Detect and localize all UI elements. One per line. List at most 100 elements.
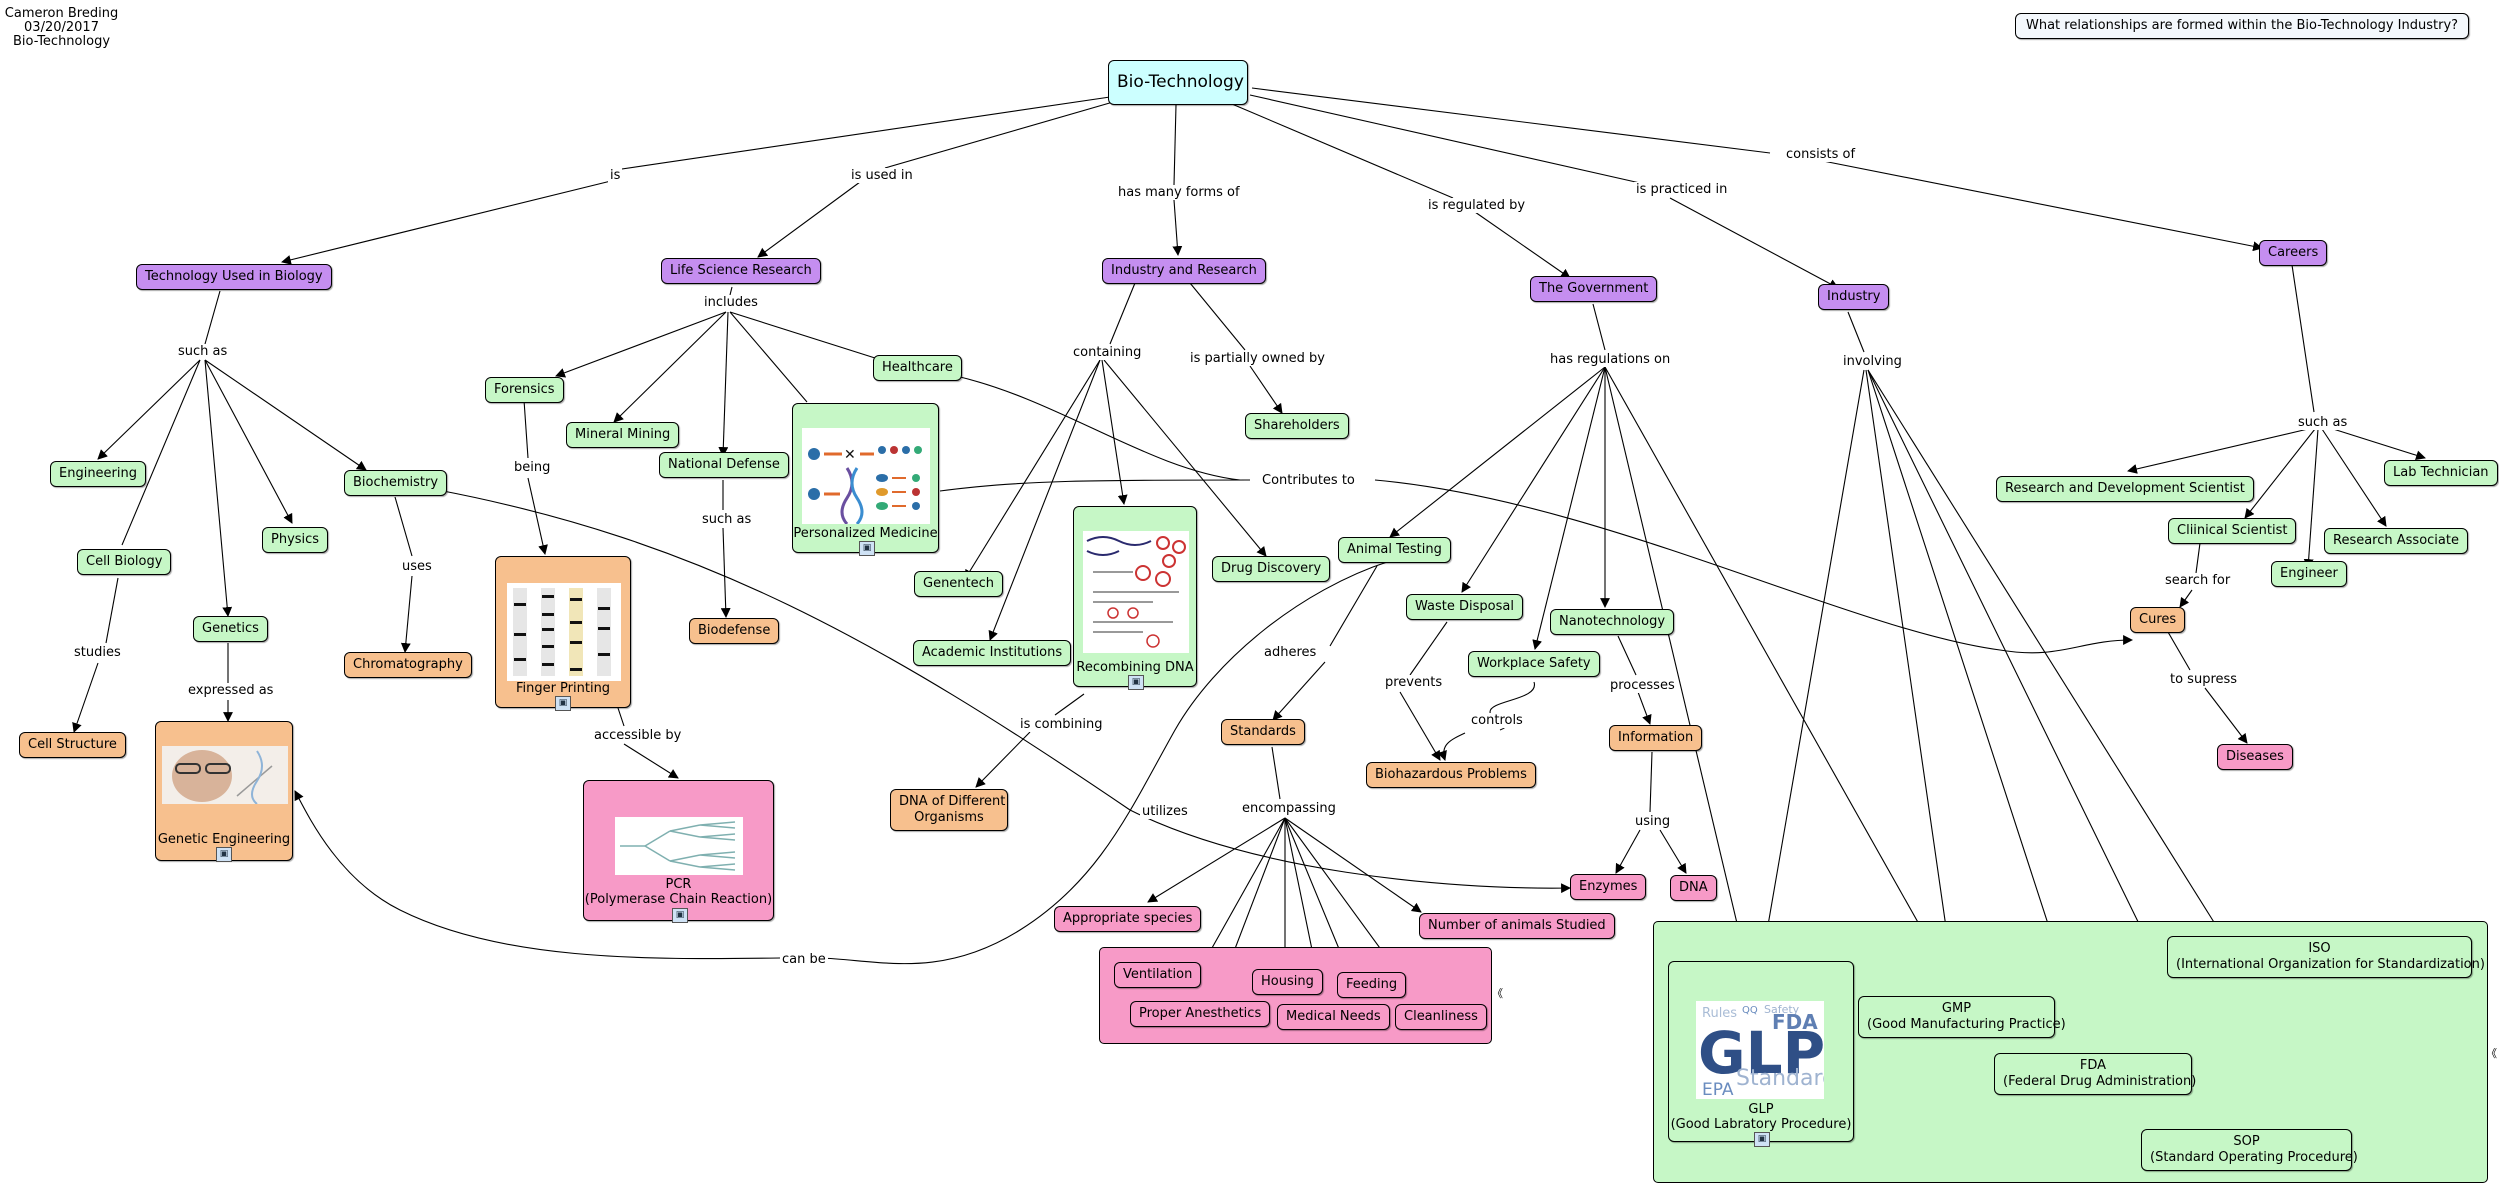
node-personalized-medicine[interactable]: ✕ Personalized Medicine ▣ (792, 403, 939, 556)
node-technology-used-in-biology[interactable]: Technology Used in Biology (136, 264, 332, 290)
node-glp[interactable]: Rules QQ Safety FDA GLP Standards EPA GL… (1668, 961, 1854, 1147)
node-medical-needs[interactable]: Medical Needs (1277, 1004, 1390, 1030)
node-engineering[interactable]: Engineering (50, 461, 146, 487)
image-resource-icon[interactable]: ▣ (1754, 1132, 1770, 1147)
node-clinical-scientist[interactable]: Cliinical Scientist (2168, 518, 2297, 544)
link-label-utilizes: utilizes (1140, 804, 1190, 819)
image-resource-icon[interactable]: ▣ (672, 908, 688, 923)
node-recombining-dna[interactable]: Recombining DNA ▣ (1073, 506, 1197, 690)
node-gmp-line-1: GMP (1941, 1001, 1972, 1016)
glp-cloud-word: GLP (1698, 1019, 1824, 1087)
node-engineer[interactable]: Engineer (2271, 561, 2347, 587)
node-bio-technology[interactable]: Bio-Technology (1108, 60, 1248, 105)
node-animal-testing[interactable]: Animal Testing (1338, 537, 1451, 563)
link-label-is-combining: is combining (1018, 717, 1105, 732)
node-feeding[interactable]: Feeding (1337, 972, 1407, 998)
node-sop-line-1: SOP (2233, 1134, 2260, 1149)
glp-cloud-word: FDA (1772, 1010, 1818, 1034)
node-sop[interactable]: SOP (Standard Operating Procedure) (2141, 1129, 2358, 1171)
link-label-such-as: such as (176, 344, 230, 359)
glp-cloud-word: Rules (1702, 1006, 1737, 1021)
node-pcr-label-2: (Polymerase Chain Reaction) (584, 892, 773, 907)
node-national-defense[interactable]: National Defense (659, 452, 789, 478)
node-biochemistry[interactable]: Biochemistry (344, 470, 448, 496)
node-genetic-engineering-label: Genetic Engineering (157, 832, 291, 847)
node-cleanliness[interactable]: Cleanliness (1395, 1004, 1487, 1030)
node-biodefense[interactable]: Biodefense (689, 618, 780, 644)
node-pcr-label-1: PCR (665, 877, 692, 892)
node-biohazardous-problems[interactable]: Biohazardous Problems (1366, 762, 1536, 788)
image-resource-icon[interactable]: ▣ (216, 847, 232, 862)
node-iso[interactable]: ISO (International Organization for Stan… (2167, 936, 2485, 978)
node-dna-of-different-organisms[interactable]: DNA of Different Organisms (890, 789, 1008, 831)
node-finger-printing[interactable]: Finger Printing ▣ (495, 556, 631, 711)
node-careers[interactable]: Careers (2259, 240, 2328, 266)
collapse-icon[interactable]: 《 (2486, 1047, 2497, 1060)
node-gmp-line-2: (Good Manufacturing Practice) (1867, 1017, 2066, 1032)
node-waste-disposal[interactable]: Waste Disposal (1406, 594, 1523, 620)
node-mineral-mining[interactable]: Mineral Mining (566, 422, 680, 448)
node-standards[interactable]: Standards (1221, 719, 1305, 745)
node-genetics[interactable]: Genetics (193, 616, 268, 642)
node-glp-label-2: (Good Labratory Procedure) (1670, 1117, 1852, 1132)
image-resource-icon[interactable]: ▣ (1128, 675, 1144, 690)
node-enzymes[interactable]: Enzymes (1570, 874, 1647, 900)
node-industry[interactable]: Industry (1818, 284, 1890, 310)
node-iso-line-1: ISO (2308, 941, 2331, 956)
node-life-science-research[interactable]: Life Science Research (661, 258, 821, 284)
node-genentech[interactable]: Genentech (914, 571, 1004, 597)
link-label-is-used-in: is used in (849, 168, 915, 183)
link-label-encompassing: encompassing (1240, 801, 1338, 816)
link-label-studies: studies (72, 645, 123, 660)
node-workplace-safety[interactable]: Workplace Safety (1468, 651, 1600, 677)
node-dna[interactable]: DNA (1670, 875, 1717, 901)
node-physics[interactable]: Physics (262, 527, 329, 553)
map-date: 03/20/2017 (24, 20, 99, 35)
glp-cloud-word: EPA (1702, 1080, 1734, 1099)
image-resource-icon[interactable]: ▣ (859, 541, 875, 556)
node-cell-biology[interactable]: Cell Biology (77, 549, 172, 575)
node-gmp[interactable]: GMP (Good Manufacturing Practice) (1858, 996, 2066, 1038)
node-cures[interactable]: Cures (2130, 607, 2186, 633)
node-fda-line-1: FDA (2079, 1058, 2107, 1073)
link-label-has-regulations-on: has regulations on (1548, 352, 1673, 367)
image-resource-icon[interactable]: ▣ (555, 696, 571, 711)
link-label-is-partially-owned-by: is partially owned by (1188, 351, 1327, 366)
node-academic-institutions[interactable]: Academic Institutions (913, 640, 1072, 666)
svg-text:✕: ✕ (844, 447, 856, 463)
collapse-icon[interactable]: 《 (1492, 987, 1503, 1000)
node-cell-structure[interactable]: Cell Structure (19, 732, 126, 758)
node-nanotechnology[interactable]: Nanotechnology (1550, 609, 1675, 635)
node-the-government[interactable]: The Government (1530, 276, 1658, 302)
node-rd-scientist[interactable]: Research and Development Scientist (1996, 476, 2254, 502)
link-label-such-as-careers: such as (2296, 415, 2350, 430)
link-label-such-as-defense: such as (700, 512, 754, 527)
node-healthcare[interactable]: Healthcare (873, 355, 962, 381)
link-label-has-many-forms-of: has many forms of (1116, 185, 1242, 200)
node-genetic-engineering[interactable]: Genetic Engineering ▣ (155, 721, 293, 862)
link-label-is-practiced-in: is practiced in (1634, 182, 1730, 197)
node-pcr[interactable]: PCR (Polymerase Chain Reaction) ▣ (583, 780, 774, 923)
node-number-of-animals-studied[interactable]: Number of animals Studied (1419, 913, 1615, 939)
node-ventilation[interactable]: Ventilation (1114, 962, 1202, 988)
link-label-consists-of: consists of (1784, 147, 1858, 162)
node-research-associate[interactable]: Research Associate (2324, 528, 2468, 554)
pcr-image (615, 817, 743, 875)
link-label-being: being (512, 460, 553, 475)
node-industry-and-research[interactable]: Industry and Research (1102, 258, 1266, 284)
node-information[interactable]: Information (1609, 725, 1703, 751)
node-glp-label-1: GLP (1748, 1102, 1774, 1117)
node-chromatography[interactable]: Chromatography (344, 652, 472, 678)
node-fda[interactable]: FDA (Federal Drug Administration) (1994, 1053, 2196, 1095)
focus-question[interactable]: What relationships are formed within the… (2015, 13, 2470, 39)
node-forensics[interactable]: Forensics (485, 377, 564, 403)
node-lab-technician[interactable]: Lab Technician (2384, 460, 2498, 486)
link-label-includes: includes (702, 295, 760, 310)
node-housing[interactable]: Housing (1252, 969, 1323, 995)
node-drug-discovery[interactable]: Drug Discovery (1212, 556, 1331, 582)
node-appropriate-species[interactable]: Appropriate species (1054, 906, 1202, 932)
node-diseases[interactable]: Diseases (2217, 744, 2293, 770)
node-shareholders[interactable]: Shareholders (1245, 413, 1349, 439)
node-proper-anesthetics[interactable]: Proper Anesthetics (1130, 1001, 1271, 1027)
